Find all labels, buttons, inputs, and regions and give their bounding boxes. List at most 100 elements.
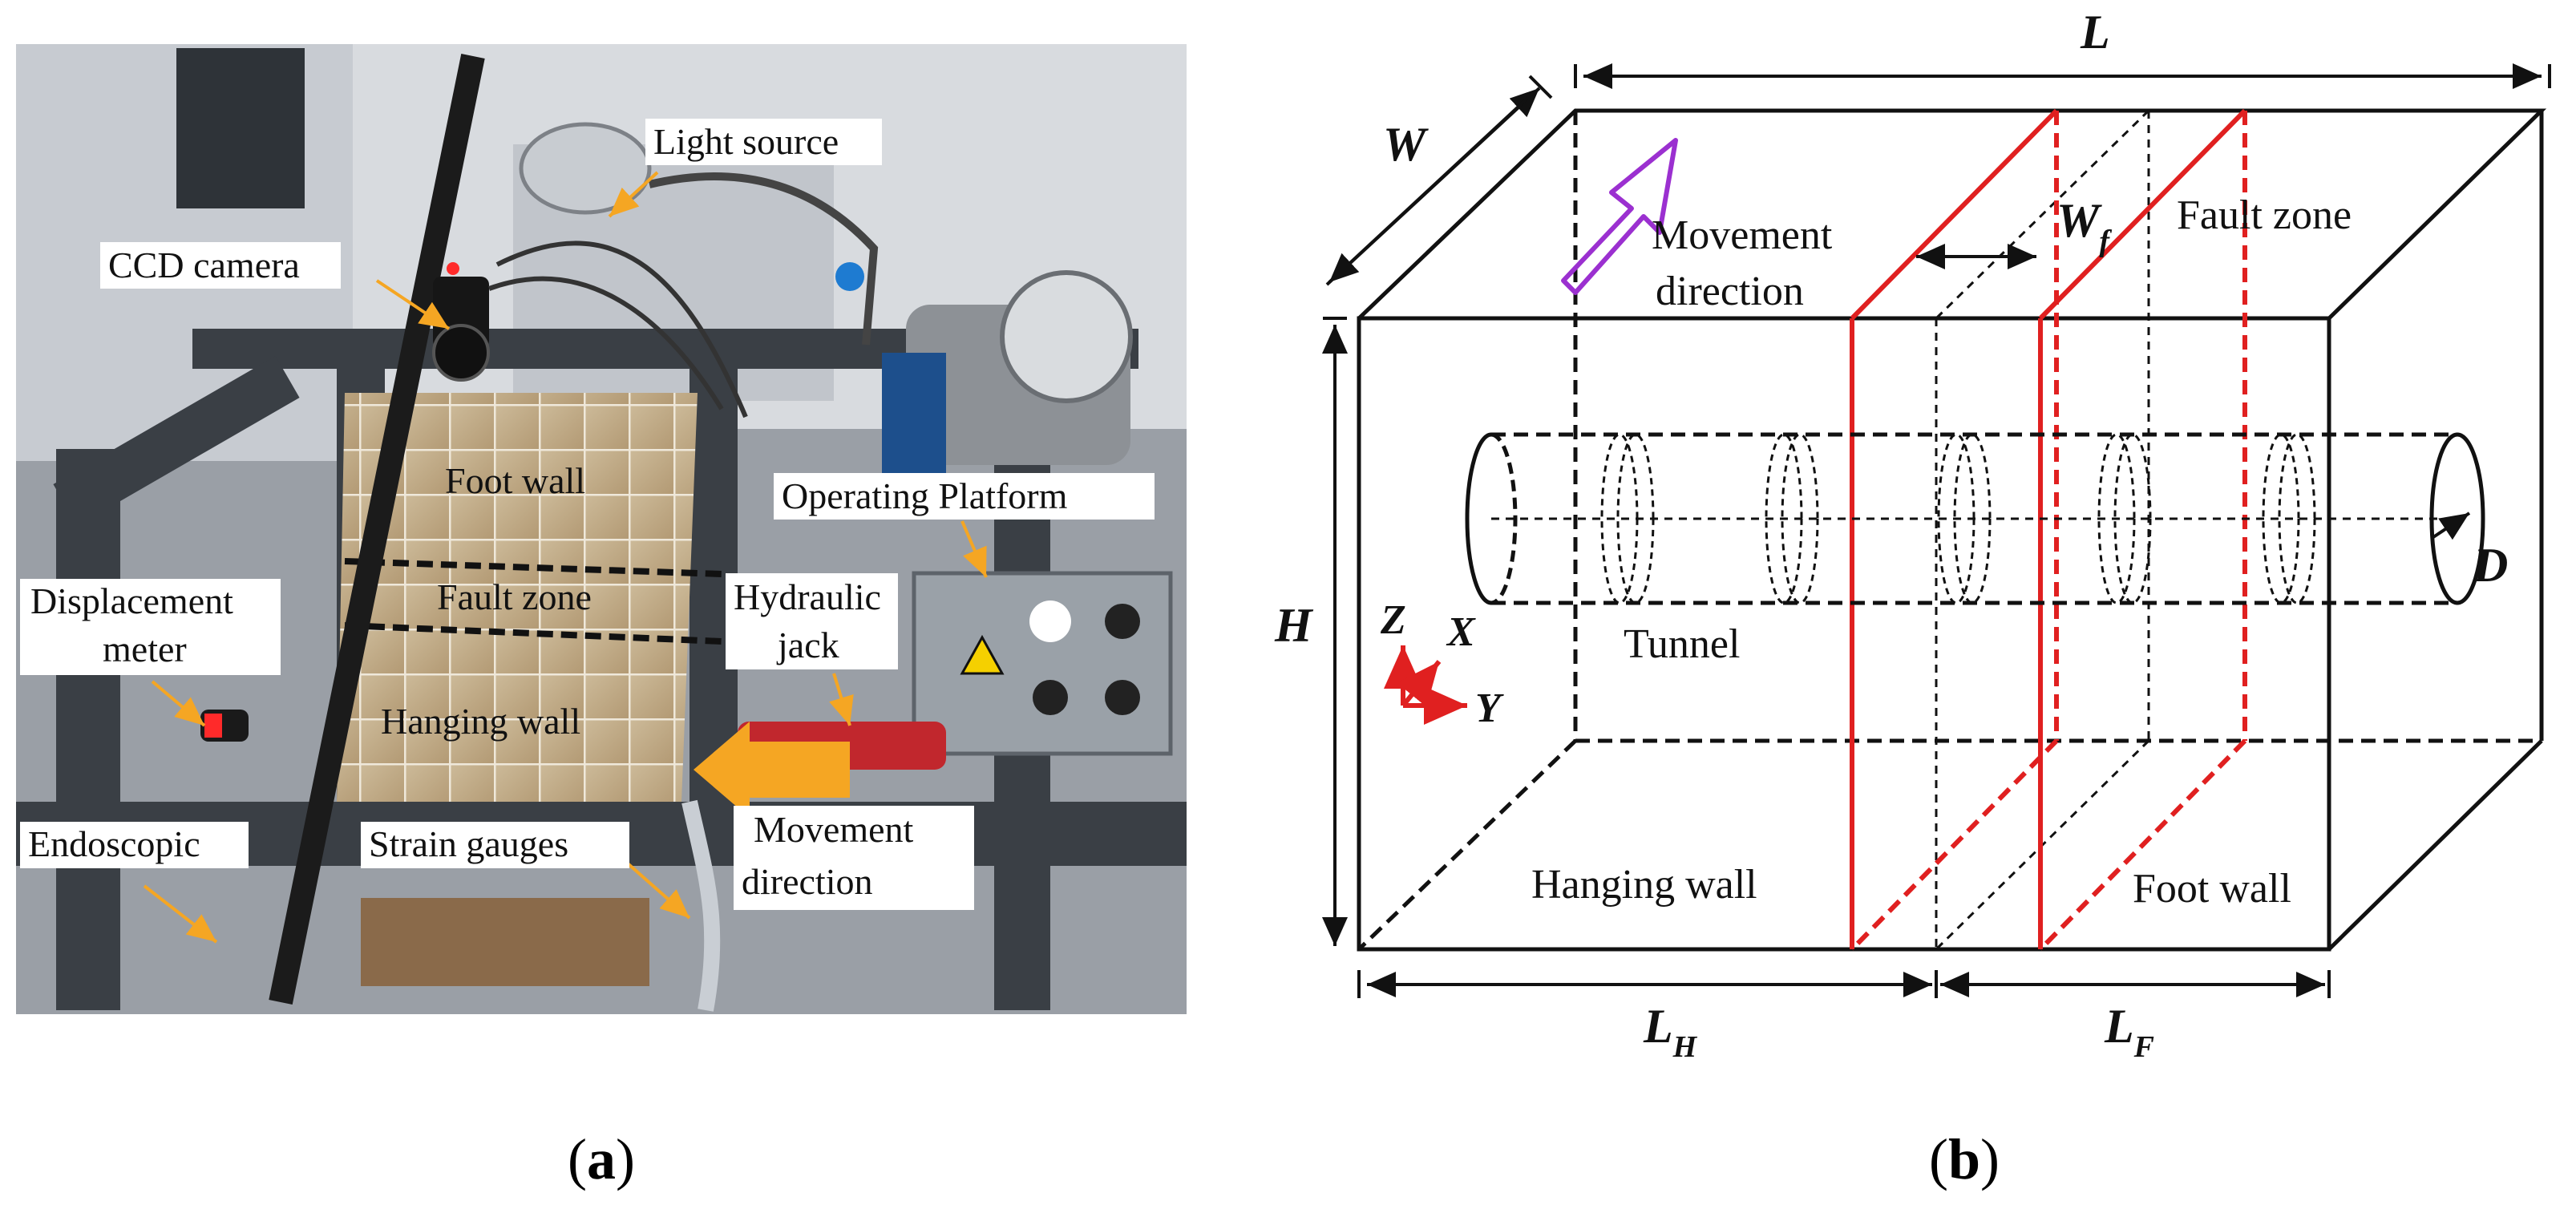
cable-1 <box>487 276 724 410</box>
strain-gauge-wires <box>681 799 721 1012</box>
tunnel-ring-2b <box>1781 433 1819 605</box>
fault-boundary-upper <box>344 558 722 577</box>
platform-knob-3 <box>1105 680 1140 715</box>
panel-a-letter: a <box>587 1127 616 1191</box>
tunnel-ring-5a <box>2262 433 2300 605</box>
leader-operating-platform <box>960 520 988 578</box>
fault-planes <box>1850 108 2247 952</box>
label-hydraulic-jack-line1: Hydraulic <box>734 576 881 617</box>
label-fault-zone: Fault zone <box>437 576 592 617</box>
label-foot-wall: Foot wall <box>2133 866 2291 912</box>
label-bg-movement-direction <box>734 806 974 910</box>
panel-a-caption: (a) <box>568 1127 635 1191</box>
sand-model <box>337 393 698 802</box>
tunnel <box>1465 432 2485 605</box>
label-tunnel: Tunnel <box>1624 621 1740 667</box>
label-endoscopic: Endoscopic <box>28 823 200 864</box>
platform-knob-2 <box>1033 680 1068 715</box>
camera-pole <box>269 54 485 1005</box>
valve-blue <box>882 353 946 481</box>
dim-label-LF: LF <box>2104 1000 2154 1064</box>
axis-label-x: X <box>1446 609 1476 655</box>
label-foot-wall: Foot wall <box>445 460 585 501</box>
box-top-face <box>1357 108 2547 320</box>
cable-2 <box>495 241 748 419</box>
box-hidden-edges <box>1357 111 2542 951</box>
frame-left-post <box>56 449 120 1010</box>
label-movement-direction-line1: Movement <box>754 809 914 850</box>
panel-a-photo: Light source CCD camera Foot wall Operat… <box>16 44 1187 1014</box>
panel-b-caption: (b) <box>1929 1127 2000 1191</box>
label-fault-zone: Fault zone <box>2177 192 2352 238</box>
lamp-arm <box>648 172 879 346</box>
dim-label-Wf: Wf <box>2056 194 2112 258</box>
label-hydraulic-jack-line2: jack <box>776 625 839 665</box>
label-bg-displacement-meter <box>20 579 281 675</box>
warning-sign-icon <box>960 634 1005 675</box>
panel-b-letter: b <box>1948 1127 1980 1191</box>
dim-label-LF-main: L <box>2104 1000 2134 1053</box>
ccd-camera-led <box>447 262 459 275</box>
axis-label-y: Y <box>1475 685 1504 731</box>
label-hanging-wall: Hanging wall <box>381 701 580 742</box>
label-bg-strain-gauges <box>361 822 629 868</box>
tunnel-ring-1a <box>1600 433 1639 605</box>
label-movement-line1: Movement <box>1652 212 1833 258</box>
leader-displacement-meter <box>151 680 206 727</box>
panel-b-schematic <box>1357 108 2547 952</box>
dim-label-LF-sub: F <box>2133 1030 2154 1064</box>
model-side-window <box>361 898 649 986</box>
leader-hydraulic-jack <box>829 673 854 726</box>
label-bg-ccd-camera <box>100 242 341 289</box>
dim-W-tick <box>1528 75 1553 99</box>
dim-label-W: W <box>1383 118 1429 171</box>
label-movement-line2: direction <box>1656 269 1804 314</box>
tunnel-rings <box>1600 433 2316 605</box>
tunnel-ring-1b <box>1616 433 1655 605</box>
dim-label-LH-main: L <box>1643 1000 1673 1053</box>
leader-light-source <box>608 171 659 218</box>
leader-ccd-camera <box>375 279 451 330</box>
dim-label-Wf-sub: f <box>2099 224 2112 258</box>
box-hidden-bottom-left <box>1357 739 1577 951</box>
coordinate-axes <box>1384 645 1467 725</box>
leader-endoscopic <box>143 884 218 944</box>
panel-b-labels: L W H D Wf LH LF Movement direction Faul… <box>1274 6 2508 1064</box>
tunnel-ring-2a <box>1765 433 1803 605</box>
tunnel-right-end <box>2429 432 2485 605</box>
axis-x-arrow <box>1397 660 1442 707</box>
platform-light <box>1029 600 1071 642</box>
tunnel-ring-3b <box>1953 433 1992 605</box>
label-operating-platform: Operating Platform <box>782 475 1068 516</box>
annotation-leaders <box>143 171 988 944</box>
dim-label-LH: LH <box>1643 1000 1698 1064</box>
dim-label-H: H <box>1274 599 1314 652</box>
photo-labels: Light source CCD camera Foot wall Operat… <box>20 119 1155 910</box>
label-hanging-wall: Hanging wall <box>1531 862 1757 908</box>
operating-platform-box <box>912 571 1173 756</box>
fault-boundary-lower <box>344 622 722 645</box>
dim-label-LH-sub: H <box>1672 1030 1698 1064</box>
platform-knob-1 <box>1105 604 1140 639</box>
diameter-arrow <box>2432 512 2471 540</box>
fault-plane-2-bottom <box>2038 738 2247 952</box>
box-front-face <box>1357 316 2331 952</box>
leader-strain-gauges <box>620 856 691 920</box>
displacement-meter-display <box>204 714 222 738</box>
fault-plane-1-top <box>1850 108 2059 321</box>
label-light-source: Light source <box>653 121 839 162</box>
axis-label-z: Z <box>1380 597 1406 643</box>
tunnel-ring-4b <box>2113 433 2152 605</box>
label-ccd-camera: CCD camera <box>108 245 300 285</box>
ccd-camera-lens <box>432 324 490 382</box>
tunnel-ring-4a <box>2097 433 2136 605</box>
tunnel-ring-3a <box>1937 433 1975 605</box>
label-bg-hydraulic-jack <box>726 573 898 669</box>
box-bottom-right-edge <box>2327 739 2543 951</box>
label-bg-operating-platform <box>774 473 1155 520</box>
fault-plane-1-bottom <box>1850 738 2059 952</box>
door-window <box>176 48 305 208</box>
label-movement-direction-line2: direction <box>742 861 873 902</box>
center-plane-top <box>1935 109 2150 320</box>
